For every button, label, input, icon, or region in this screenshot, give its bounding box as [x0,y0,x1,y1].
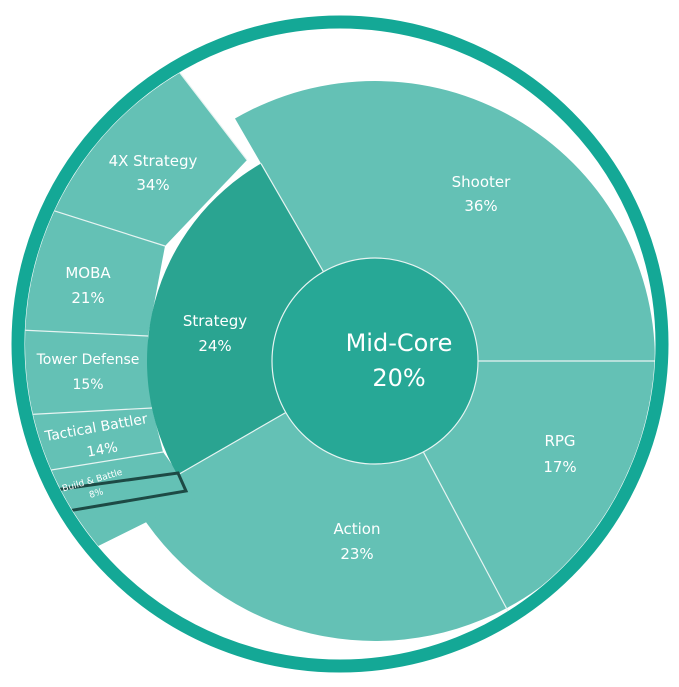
outer-ring-border [11,15,669,673]
4x-strategy-label: 4X Strategy [109,152,198,170]
4x-strategy-value: 34% [136,176,169,194]
divider-line [422,451,512,618]
divider-line [260,163,325,273]
divider-line [25,329,149,337]
rpg-value: 17% [543,458,576,476]
divider-line [169,59,248,161]
action-label: Action [334,520,381,538]
tactical-battler-segment[interactable] [20,408,163,475]
build-and-battle-segment[interactable] [20,452,178,490]
action-segment[interactable] [132,412,507,642]
moba-label: MOBA [65,264,111,282]
shooter-segment[interactable] [235,81,655,361]
divider-line [25,407,153,416]
moba-segment[interactable] [20,200,165,336]
shooter-value: 36% [464,197,497,215]
rpg-label: RPG [544,432,575,450]
center-label: Mid-Core [346,329,453,357]
tower-defense-segment[interactable] [20,330,152,415]
action-value: 23% [340,545,373,563]
divider-line [177,411,287,476]
shooter-label: Shooter [452,173,511,191]
strategy-label: Strategy [183,312,247,330]
tactical-battler-value: 14% [86,439,119,460]
build-and-battle-value: 8% [88,487,105,501]
rpg-segment[interactable] [423,361,655,609]
mid-core-center[interactable] [272,258,478,464]
segment-dividers [25,59,655,618]
tower-defense-value: 15% [72,377,103,393]
strategy-value: 24% [198,337,231,355]
tower-defense-label: Tower Defense [36,352,140,368]
moba-value: 21% [71,289,104,307]
center-value: 20% [372,364,425,392]
strategy-segment[interactable] [147,163,324,475]
